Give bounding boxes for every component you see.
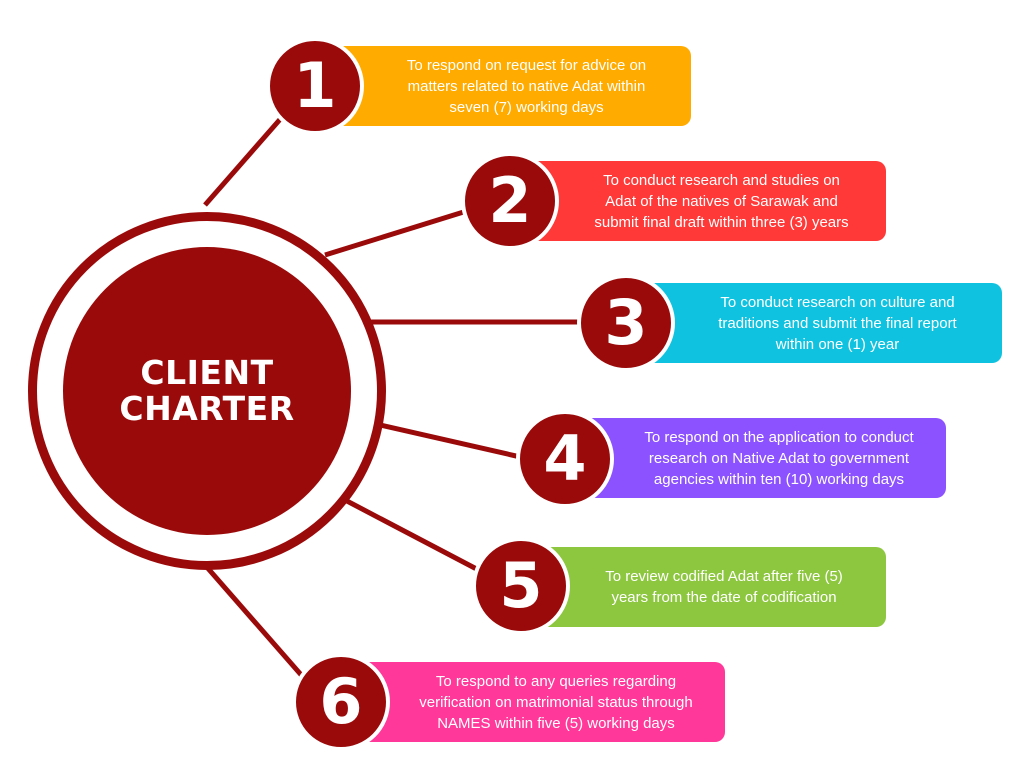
item-text-5: To review codified Adat after five (5) y… xyxy=(605,568,843,606)
item-number-6: 6 xyxy=(319,665,363,738)
item-box-3: To conduct research on culture and tradi… xyxy=(631,283,1002,363)
item-number-2: 2 xyxy=(488,164,532,237)
connector-line-4 xyxy=(379,422,526,461)
item-badge-3: 3 xyxy=(577,274,675,372)
item-badge-5: 5 xyxy=(472,537,570,635)
connector-line-1 xyxy=(203,106,292,207)
item-text-3: To conduct research on culture and tradi… xyxy=(718,293,957,353)
item-number-1: 1 xyxy=(293,49,337,122)
item-text-4: To respond on the application to conduct… xyxy=(644,428,914,488)
item-box-2: To conduct research and studies on Adat … xyxy=(515,161,886,241)
item-badge-4: 4 xyxy=(516,410,614,508)
connector-line-6 xyxy=(203,563,312,687)
item-box-1: To respond on request for advice on matt… xyxy=(320,46,691,126)
hub-circle: CLIENT CHARTER xyxy=(63,247,351,535)
item-box-6: To respond to any queries regarding veri… xyxy=(345,662,725,742)
connector-line-2 xyxy=(324,207,471,258)
item-box-4: To respond on the application to conduct… xyxy=(570,418,946,498)
connector-line-5 xyxy=(343,497,490,578)
item-text-2: To conduct research and studies on Adat … xyxy=(594,171,849,231)
item-box-5: To review codified Adat after five (5) y… xyxy=(520,547,886,627)
hub-title: CLIENT CHARTER xyxy=(119,353,295,428)
item-badge-1: 1 xyxy=(266,37,364,135)
item-number-5: 5 xyxy=(499,549,543,622)
item-text-6: To respond to any queries regarding veri… xyxy=(419,672,693,732)
item-number-4: 4 xyxy=(543,422,587,495)
item-badge-6: 6 xyxy=(292,653,390,751)
item-text-1: To respond on request for advice on matt… xyxy=(406,56,647,116)
item-badge-2: 2 xyxy=(461,152,559,250)
item-number-3: 3 xyxy=(604,286,648,359)
